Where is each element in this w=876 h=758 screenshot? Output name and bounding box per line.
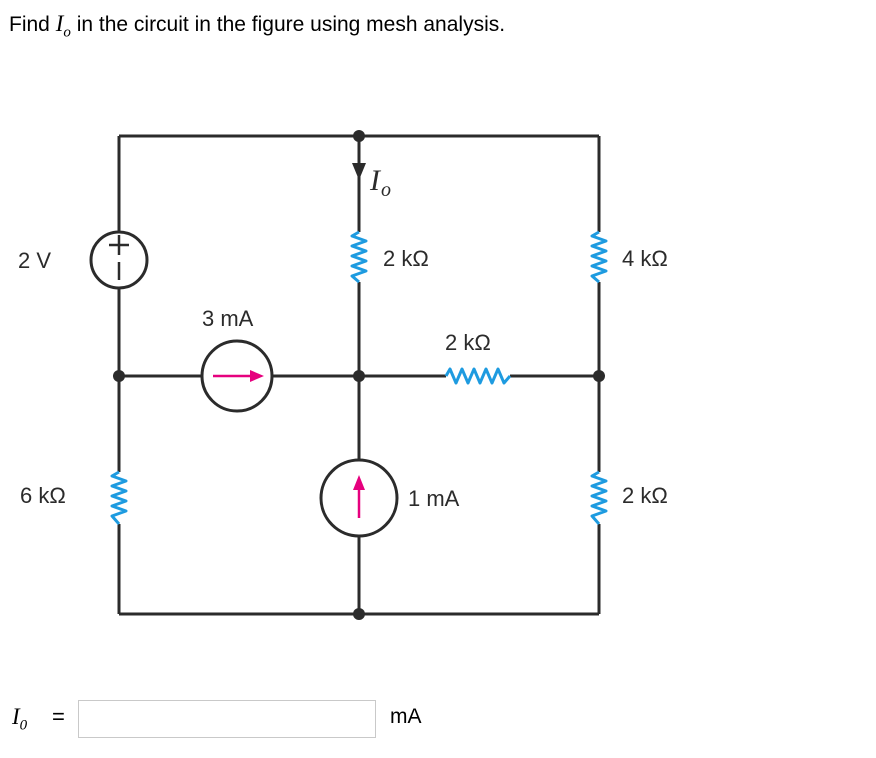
io-arrow-icon — [352, 163, 366, 180]
resistor-middle-right-label: 2 kΩ — [445, 330, 491, 355]
resistor-right-bottom-label: 2 kΩ — [622, 483, 668, 508]
current-source-3ma-label: 3 mA — [202, 306, 254, 331]
resistor-right-top-label: 4 kΩ — [622, 246, 668, 271]
voltage-source-2v — [89, 230, 149, 290]
current-source-1ma-label: 1 mA — [408, 486, 460, 511]
resistor-right-bottom — [590, 470, 608, 525]
circuit-diagram: Io 2 V 3 mA 1 mA 2 kΩ 4 kΩ 2 kΩ 6 kΩ 2 k… — [18, 130, 668, 620]
node-middle-left — [113, 370, 125, 382]
node-top-center — [353, 130, 365, 142]
answer-input[interactable] — [78, 700, 376, 738]
question-prefix: Find — [9, 13, 56, 36]
question-variable: Io — [55, 11, 71, 41]
current-source-3ma — [200, 339, 274, 413]
question-text: Find Io in the circuit in the figure usi… — [9, 11, 505, 42]
node-bottom-center — [353, 608, 365, 620]
answer-unit: mA — [390, 705, 422, 728]
resistor-center-top-label: 2 kΩ — [383, 246, 429, 271]
resistor-right-top — [590, 230, 608, 284]
node-middle-right — [593, 370, 605, 382]
resistor-center-top — [350, 230, 368, 284]
current-source-1ma — [319, 458, 399, 538]
resistor-left-bottom — [110, 470, 128, 525]
question-suffix: in the circuit in the figure using mesh … — [70, 13, 506, 36]
io-current-label: Io — [369, 164, 391, 201]
resistor-left-bottom-label: 6 kΩ — [20, 483, 66, 508]
answer-equals: = — [52, 704, 65, 729]
voltage-source-label: 2 V — [18, 248, 51, 273]
answer-variable: I0 — [12, 704, 28, 734]
node-middle-center — [353, 370, 365, 382]
resistor-middle-right — [444, 367, 512, 385]
